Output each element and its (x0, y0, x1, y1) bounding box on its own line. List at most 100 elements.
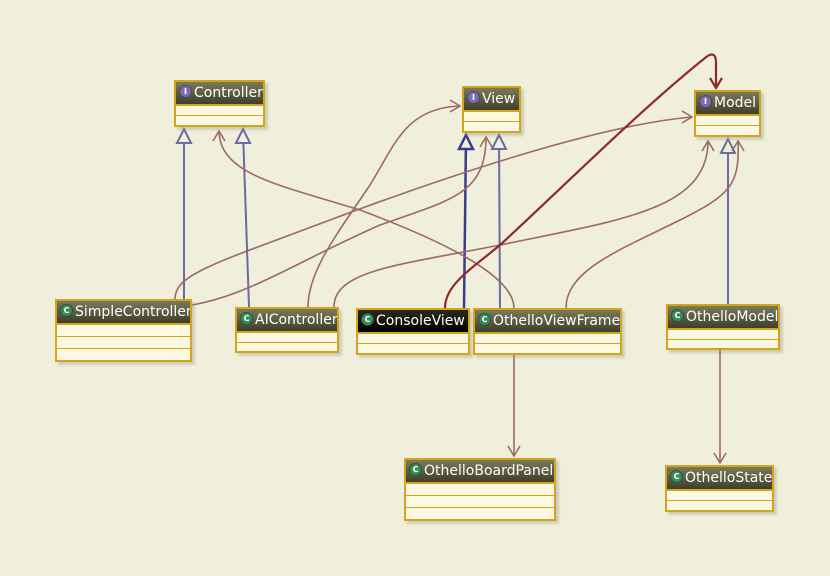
edge-othelloviewframe-depends-model[interactable] (565, 139, 745, 309)
attributes-compartment (358, 334, 468, 344)
operations-compartment (237, 343, 337, 352)
class-icon: C (60, 304, 73, 317)
interface-controller-header[interactable]: I Controller (176, 82, 263, 106)
operations-compartment (176, 116, 263, 125)
operations-compartment (57, 337, 190, 349)
attributes-compartment (406, 484, 554, 496)
operations-compartment (475, 344, 620, 353)
attributes-compartment (176, 106, 263, 116)
interface-model-label: Model (714, 95, 757, 111)
edge-othelloviewframe-depends-model-line (565, 140, 740, 309)
edge-simplecontroller-depends-model[interactable] (174, 110, 694, 300)
dependency-arrowhead (681, 110, 694, 124)
edge-consoleview-depends-model-line (443, 53, 718, 309)
interface-view[interactable]: I View (462, 86, 521, 133)
edge-consoleview-realizes-view[interactable] (456, 132, 476, 309)
realization-arrowhead (456, 132, 476, 151)
realization-arrowhead (175, 126, 193, 144)
dependency-arrowhead (479, 135, 493, 148)
class-icon: C (409, 463, 422, 476)
attributes-compartment (57, 325, 190, 337)
class-othello-view-frame-header[interactable]: C OthelloViewFrame (475, 310, 620, 334)
interface-icon: I (179, 85, 192, 98)
class-othello-board-panel[interactable]: C OthelloBoardPanel (404, 458, 556, 521)
attributes-compartment (667, 491, 772, 501)
class-othello-model-header[interactable]: C OthelloModel (668, 306, 778, 330)
class-othello-model[interactable]: C OthelloModel (666, 304, 780, 350)
edge-simplecontroller-realizes-controller[interactable] (175, 126, 193, 299)
class-icon: C (671, 309, 684, 322)
operations-compartment (464, 122, 519, 131)
class-othello-model-label: OthelloModel (686, 309, 778, 325)
attributes-compartment (475, 334, 620, 344)
realization-arrowhead (234, 126, 252, 144)
class-icon: C (361, 313, 374, 326)
interface-controller-label: Controller (194, 85, 263, 101)
class-ai-controller-label: AIController (255, 312, 337, 328)
edge-othelloviewframe-depends-controller[interactable] (212, 129, 515, 309)
edge-consoleview-depends-model[interactable] (443, 53, 723, 309)
edge-consoleview-realizes-view-line (462, 136, 468, 309)
operations-compartment (406, 496, 554, 508)
interface-view-label: View (482, 91, 516, 107)
class-icon: C (240, 312, 253, 325)
edge-othelloviewframe-depends-controller-line (218, 130, 515, 309)
extra-compartment (406, 508, 554, 519)
edge-simplecontroller-depends-model-line (174, 116, 693, 300)
operations-compartment (667, 501, 772, 510)
operations-compartment (668, 340, 778, 349)
class-othello-board-panel-label: OthelloBoardPanel (424, 463, 554, 479)
edge-aicontroller-realizes-controller-line (242, 130, 250, 308)
class-console-view[interactable]: C ConsoleView (356, 308, 470, 355)
operations-compartment (696, 126, 759, 135)
edge-aicontroller-depends-view[interactable] (307, 99, 462, 308)
edge-simplecontroller-depends-view[interactable] (191, 135, 493, 306)
class-othello-view-frame-label: OthelloViewFrame (493, 313, 620, 329)
edge-aicontroller-realizes-controller[interactable] (234, 126, 252, 308)
attributes-compartment (696, 116, 759, 126)
class-console-view-label: ConsoleView (376, 313, 465, 329)
interface-model-header[interactable]: I Model (696, 92, 759, 116)
class-icon: C (478, 313, 491, 326)
class-console-view-header[interactable]: C ConsoleView (358, 310, 468, 334)
class-othello-state-label: OthelloState (685, 470, 772, 486)
edge-simplecontroller-depends-view-line (191, 136, 487, 306)
edge-othellomodel-depends-othellostate[interactable] (713, 350, 727, 465)
attributes-compartment (237, 333, 337, 343)
interface-model[interactable]: I Model (694, 90, 761, 137)
class-icon: C (670, 470, 683, 483)
dependency-arrowhead (212, 129, 226, 142)
interface-icon: I (699, 95, 712, 108)
class-ai-controller-header[interactable]: C AIController (237, 309, 337, 333)
operations-compartment (358, 344, 468, 353)
class-simple-controller-label: SimpleController (75, 304, 190, 320)
edge-aicontroller-depends-view-line (307, 105, 461, 308)
interface-view-header[interactable]: I View (464, 88, 519, 112)
class-othello-state-header[interactable]: C OthelloState (667, 467, 772, 491)
dependency-arrowhead (731, 139, 745, 152)
class-simple-controller[interactable]: C SimpleController (55, 299, 192, 362)
class-othello-view-frame[interactable]: C OthelloViewFrame (473, 308, 622, 355)
edge-othelloviewframe-realizes-view-line (498, 136, 501, 309)
extra-compartment (57, 349, 190, 360)
edge-othellomodel-realizes-model[interactable] (719, 136, 737, 304)
dependency-arrowhead (713, 452, 727, 465)
class-ai-controller[interactable]: C AIController (235, 307, 339, 353)
dependency-arrowhead (709, 77, 723, 91)
edge-othelloviewframe-realizes-view[interactable] (490, 132, 508, 309)
dependency-arrowhead (701, 139, 715, 152)
class-simple-controller-header[interactable]: C SimpleController (57, 301, 190, 325)
class-othello-board-panel-header[interactable]: C OthelloBoardPanel (406, 460, 554, 484)
attributes-compartment (464, 112, 519, 122)
class-othello-state[interactable]: C OthelloState (665, 465, 774, 512)
dependency-arrowhead (507, 445, 521, 458)
interface-icon: I (467, 91, 480, 104)
attributes-compartment (668, 330, 778, 340)
edge-othelloviewframe-depends-othelloboardpanel[interactable] (507, 355, 521, 458)
realization-arrowhead (490, 132, 508, 150)
dependency-arrowhead (449, 99, 462, 113)
interface-controller[interactable]: I Controller (174, 80, 265, 127)
realization-arrowhead (719, 136, 737, 154)
